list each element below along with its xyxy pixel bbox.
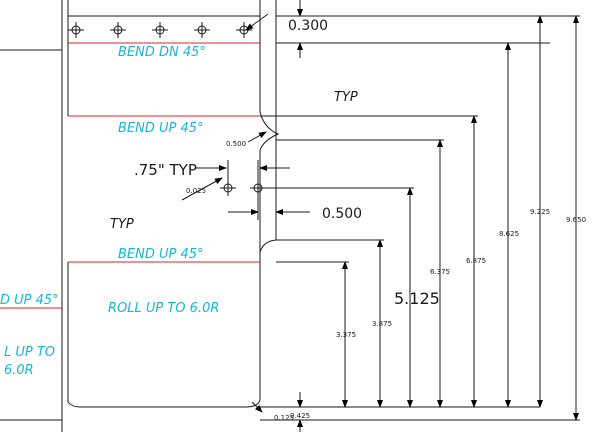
dim-9650: 9.650 bbox=[566, 216, 586, 224]
label-typ-right: TYP bbox=[334, 90, 358, 105]
bend-notes: BEND DN 45° BEND UP 45° BEND UP 45° ROLL… bbox=[0, 45, 219, 378]
part-outline bbox=[0, 0, 540, 432]
dim-9225: 9.225 bbox=[530, 208, 550, 216]
note-roll-up: ROLL UP TO 6.0R bbox=[108, 301, 219, 316]
dim-6875: 6.875 bbox=[466, 257, 486, 265]
dim-3375: 3.375 bbox=[336, 331, 356, 339]
note-bend-dn-top: BEND DN 45° bbox=[118, 45, 206, 60]
hole-mark bbox=[110, 22, 126, 38]
holes-top-row bbox=[68, 22, 252, 38]
bend-lines bbox=[0, 42, 260, 309]
hole-mark bbox=[194, 22, 210, 38]
dim-0025: 0.025 bbox=[186, 187, 206, 195]
note-left-bend-up: D UP 45° bbox=[0, 293, 59, 308]
dim-0125: 0.125 bbox=[274, 414, 294, 422]
label-typ-left: TYP bbox=[110, 217, 134, 232]
label-hole-spacing-typ: .75" TYP bbox=[134, 161, 197, 179]
hole-mark bbox=[68, 22, 84, 38]
dim-8625: 8.625 bbox=[499, 230, 519, 238]
dim-6375: 6.375 bbox=[430, 268, 450, 276]
dim-0425: 0.425 bbox=[290, 412, 310, 420]
note-left-roll-2: 6.0R bbox=[4, 363, 34, 378]
holes-mid-pair bbox=[220, 180, 266, 196]
dim-0500-radius: 0.500 bbox=[226, 140, 246, 148]
dim-0500-offset: 0.500 bbox=[322, 206, 362, 222]
dimension-values: 0.300 0.500 0.025 0.500 5.125 3.375 3.87… bbox=[186, 18, 586, 422]
dim-3875: 3.875 bbox=[372, 320, 392, 328]
note-bend-up-mid: BEND UP 45° bbox=[118, 121, 204, 136]
dim-5125: 5.125 bbox=[394, 289, 440, 308]
hole-mark bbox=[220, 180, 236, 196]
note-left-roll-1: L UP TO bbox=[4, 345, 55, 360]
hole-mark bbox=[236, 22, 252, 38]
dimension-lines bbox=[181, 0, 580, 432]
hole-mark bbox=[152, 22, 168, 38]
note-bend-up-lower: BEND UP 45° bbox=[118, 247, 204, 262]
dim-0300: 0.300 bbox=[288, 18, 328, 34]
labels: TYP TYP .75" TYP bbox=[110, 90, 358, 232]
